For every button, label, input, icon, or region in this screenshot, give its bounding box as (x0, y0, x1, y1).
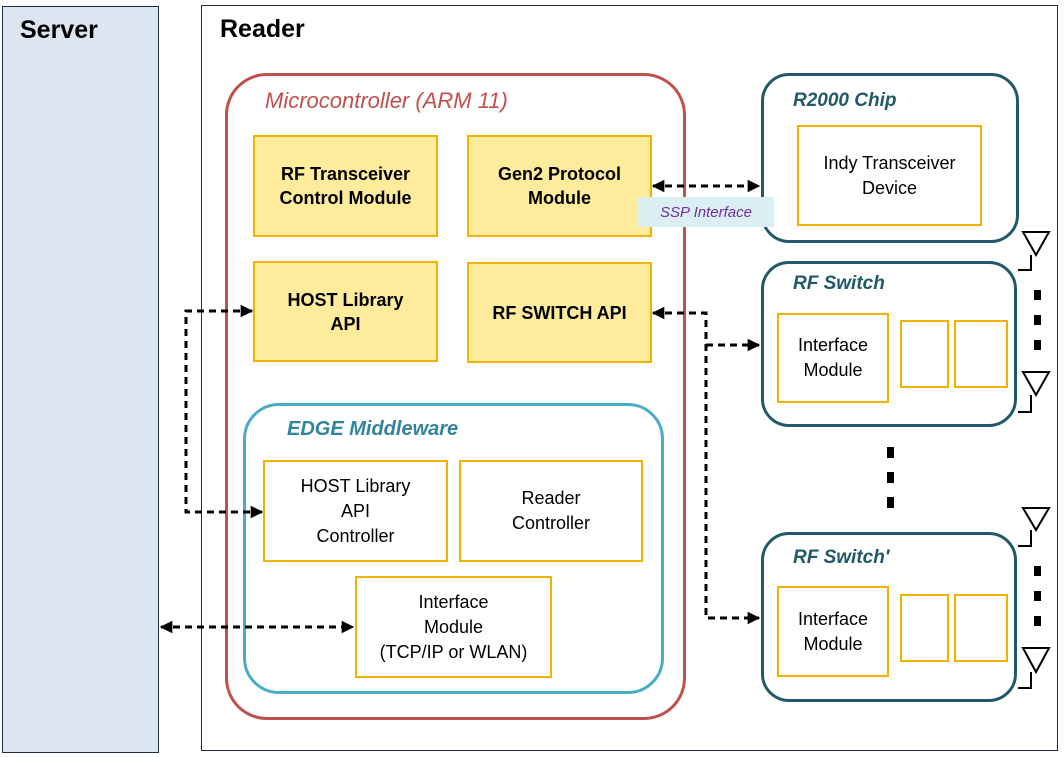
microcontroller-title: Microcontroller (ARM 11) (265, 88, 508, 113)
reader-title: Reader (220, 15, 305, 43)
rf-transceiver-control-module: RF Transceiver Control Module (253, 135, 438, 237)
ssp-interface-label: SSP Interface (638, 197, 774, 227)
server-title: Server (20, 16, 98, 44)
interface-module-tcpip-wlan: Interface Module (TCP/IP or WLAN) (355, 576, 552, 678)
vertical-ellipsis-icon (1034, 290, 1041, 350)
host-library-api-module: HOST Library API (253, 261, 438, 362)
rf-switch-1-port (900, 320, 949, 388)
gen2-protocol-module: Gen2 Protocol Module (467, 135, 652, 237)
antenna-icon (1018, 231, 1051, 271)
host-library-api-controller: HOST Library API Controller (263, 460, 448, 562)
r2000-chip-box (761, 73, 1019, 243)
indy-transceiver-device: Indy Transceiver Device (797, 125, 982, 226)
vertical-ellipsis-icon (1034, 566, 1041, 626)
rf-switch-2-interface-module: Interface Module (777, 586, 889, 677)
rf-switch-1-interface-module: Interface Module (777, 313, 889, 403)
rf-switch-2-port (954, 594, 1008, 662)
rf-switch-2-box (761, 532, 1017, 702)
rf-switch-1-box (761, 261, 1017, 427)
rf-switch-2-port (900, 594, 949, 662)
edge-middleware-title: EDGE Middleware (287, 418, 459, 440)
rf-switch-1-port (954, 320, 1008, 388)
arrow-host-api-link (184, 304, 264, 519)
rf-switch-1-title: RF Switch (793, 273, 885, 294)
r2000-chip-title: R2000 Chip (793, 90, 897, 111)
antenna-icon (1018, 507, 1051, 547)
server-panel (2, 6, 159, 753)
antenna-icon (1018, 371, 1051, 413)
vertical-ellipsis-icon (887, 447, 894, 508)
rf-switch-api-module: RF SWITCH API (467, 262, 652, 363)
antenna-icon (1018, 647, 1051, 689)
arrow-rf-switch-api-link (651, 306, 761, 625)
reader-controller: Reader Controller (459, 460, 643, 562)
rf-switch-2-title: RF Switch′ (793, 547, 890, 568)
